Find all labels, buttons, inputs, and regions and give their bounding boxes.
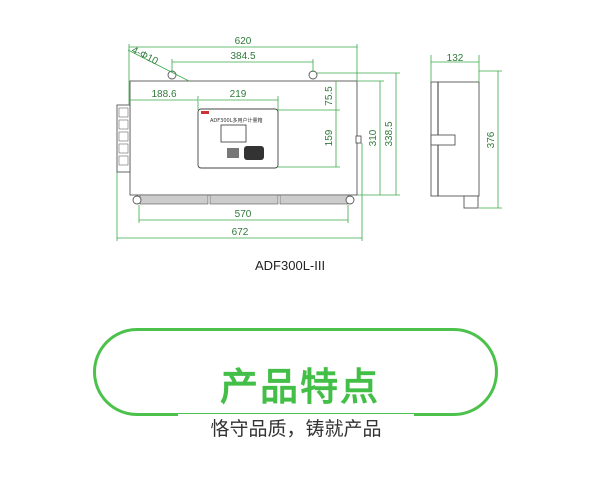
dim-219: 219 xyxy=(230,89,247,100)
dim-384: 384.5 xyxy=(230,51,255,62)
dim-75: 75.5 xyxy=(324,86,335,106)
dim-132: 132 xyxy=(447,53,464,64)
dimension-drawing: ADF300L多用户计量箱 620 384.5 4-Φ10 188.6 219 … xyxy=(116,36,502,241)
dim-159: 159 xyxy=(324,129,335,146)
dim-672: 672 xyxy=(232,227,249,238)
section-subtitle: 恪守品质，铸就产品 xyxy=(178,414,414,441)
side-view xyxy=(430,55,502,209)
dim-188: 188.6 xyxy=(151,89,176,100)
display-panel: ADF300L多用户计量箱 xyxy=(197,108,279,169)
dim-holes: 4-Φ10 xyxy=(130,45,160,68)
panel-label: ADF300L多用户计量箱 xyxy=(210,117,262,124)
model-name: ADF300L-III xyxy=(255,258,326,273)
dim-338: 338.5 xyxy=(384,121,395,146)
dim-310: 310 xyxy=(368,129,379,146)
dim-376: 376 xyxy=(486,131,497,148)
terminal-strip xyxy=(132,194,355,205)
section-title: 产品特点 xyxy=(219,365,380,409)
dim-620: 620 xyxy=(235,36,252,47)
dim-570: 570 xyxy=(235,209,252,220)
